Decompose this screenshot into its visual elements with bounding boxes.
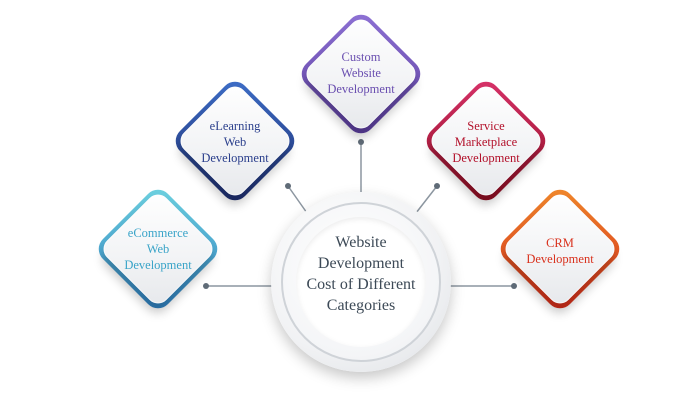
center-circle-inner (296, 217, 426, 347)
connector-dot-custom (358, 139, 364, 145)
node-label-line: Marketplace (454, 135, 518, 149)
node-service-label: Service Marketplace Development (431, 118, 541, 166)
center-title-line: Cost of Different (306, 276, 416, 293)
node-label-line: Custom (341, 50, 381, 64)
node-label-line: Development (201, 151, 269, 165)
node-label-line: CRM (546, 236, 574, 250)
node-elearning-label: eLearning Web Development (180, 118, 290, 166)
node-label-line: Service (467, 119, 505, 133)
connector-dot-crm (511, 283, 517, 289)
node-label-line: Development (526, 252, 594, 266)
connector-service (415, 185, 438, 214)
center-title: Website Development Cost of Different Ca… (286, 232, 436, 316)
center-title-line: Development (317, 255, 405, 272)
connector-elearning (287, 185, 308, 214)
node-label-line: Web (146, 242, 170, 256)
node-label-line: Website (341, 66, 381, 80)
node-label-line: eLearning (209, 119, 261, 133)
node-ecommerce-label: eCommerce Web Development (103, 225, 213, 273)
node-label-line: Development (327, 82, 395, 96)
node-label-line: Development (452, 151, 520, 165)
center-title-line: Website (335, 234, 387, 251)
node-label-line: Web (223, 135, 247, 149)
connector-dot-elearning (285, 183, 291, 189)
node-label-line: Development (124, 258, 192, 272)
node-crm-label: CRM Development (505, 235, 615, 267)
connector-dot-service (434, 183, 440, 189)
connector-dot-ecommerce (203, 283, 209, 289)
node-label-line: eCommerce (127, 226, 189, 240)
node-custom-label: Custom Website Development (306, 49, 416, 97)
center-title-line: Categories (326, 297, 396, 314)
